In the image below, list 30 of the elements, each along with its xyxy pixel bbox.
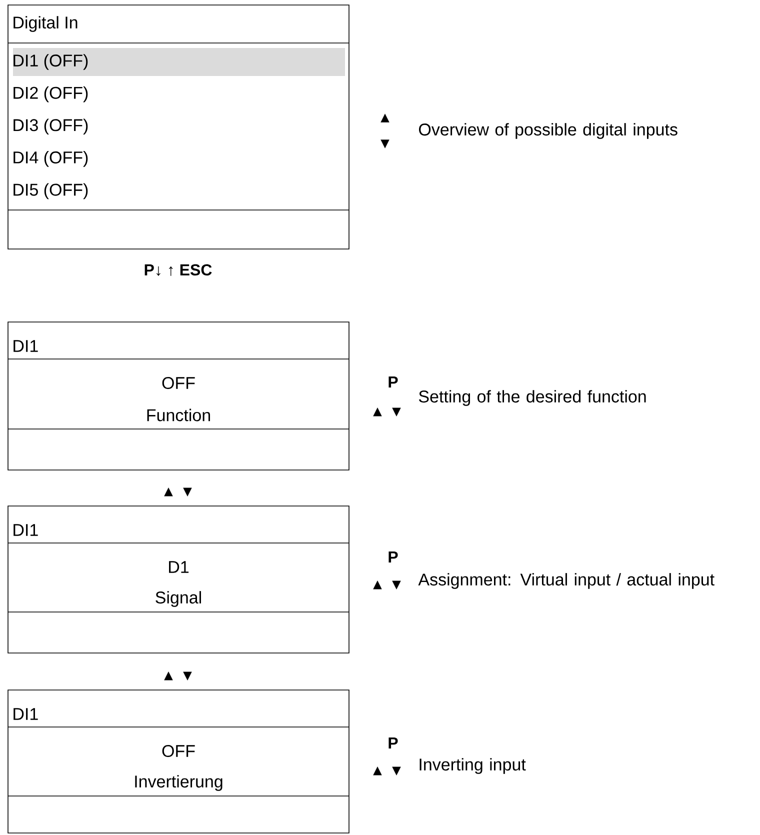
key-symbols: ▲ ▼ <box>373 766 401 776</box>
key-symbols: ▲ ▼ <box>164 672 192 680</box>
description-text: Overview of possible digital inputs <box>419 123 678 139</box>
key-symbols: ▲ ▼ <box>373 408 401 416</box>
screen-title: Digital In <box>14 16 78 32</box>
menu-item: DI3 (OFF) <box>14 118 88 135</box>
key-symbols: ▼ <box>380 140 390 148</box>
key-symbols: ▲ ▼ <box>164 488 192 496</box>
key-symbol: P <box>388 552 398 562</box>
key-symbol: P <box>388 738 398 748</box>
parameter-value: D1 <box>169 561 189 573</box>
screen-title: DI1 <box>14 708 38 720</box>
screen-title: DI1 <box>14 340 38 352</box>
parameter-name: Signal <box>156 591 201 607</box>
parameter-name: Function <box>147 408 210 422</box>
description-text: Setting of the desired function <box>418 390 646 406</box>
description-text: Assignment: Virtual input / actual input <box>418 573 714 589</box>
navigation-keys: P↓ ↑ ESC <box>144 264 212 276</box>
description-text: Inverting input <box>420 758 526 774</box>
key-symbol: P <box>388 376 398 388</box>
selected-row: DI1 (OFF) <box>13 48 345 76</box>
menu-item: DI4 (OFF) <box>14 151 88 167</box>
parameter-value: OFF <box>162 376 195 390</box>
screen-title: DI1 <box>14 524 38 536</box>
parameter-name: Invertierung <box>135 775 222 791</box>
key-symbols: ▲ ▼ <box>373 580 401 590</box>
parameter-value: OFF <box>162 744 195 758</box>
key-symbols: ▲ <box>380 114 390 122</box>
menu-item: DI5 (OFF) <box>14 183 88 200</box>
menu-item: DI2 (OFF) <box>14 86 88 102</box>
